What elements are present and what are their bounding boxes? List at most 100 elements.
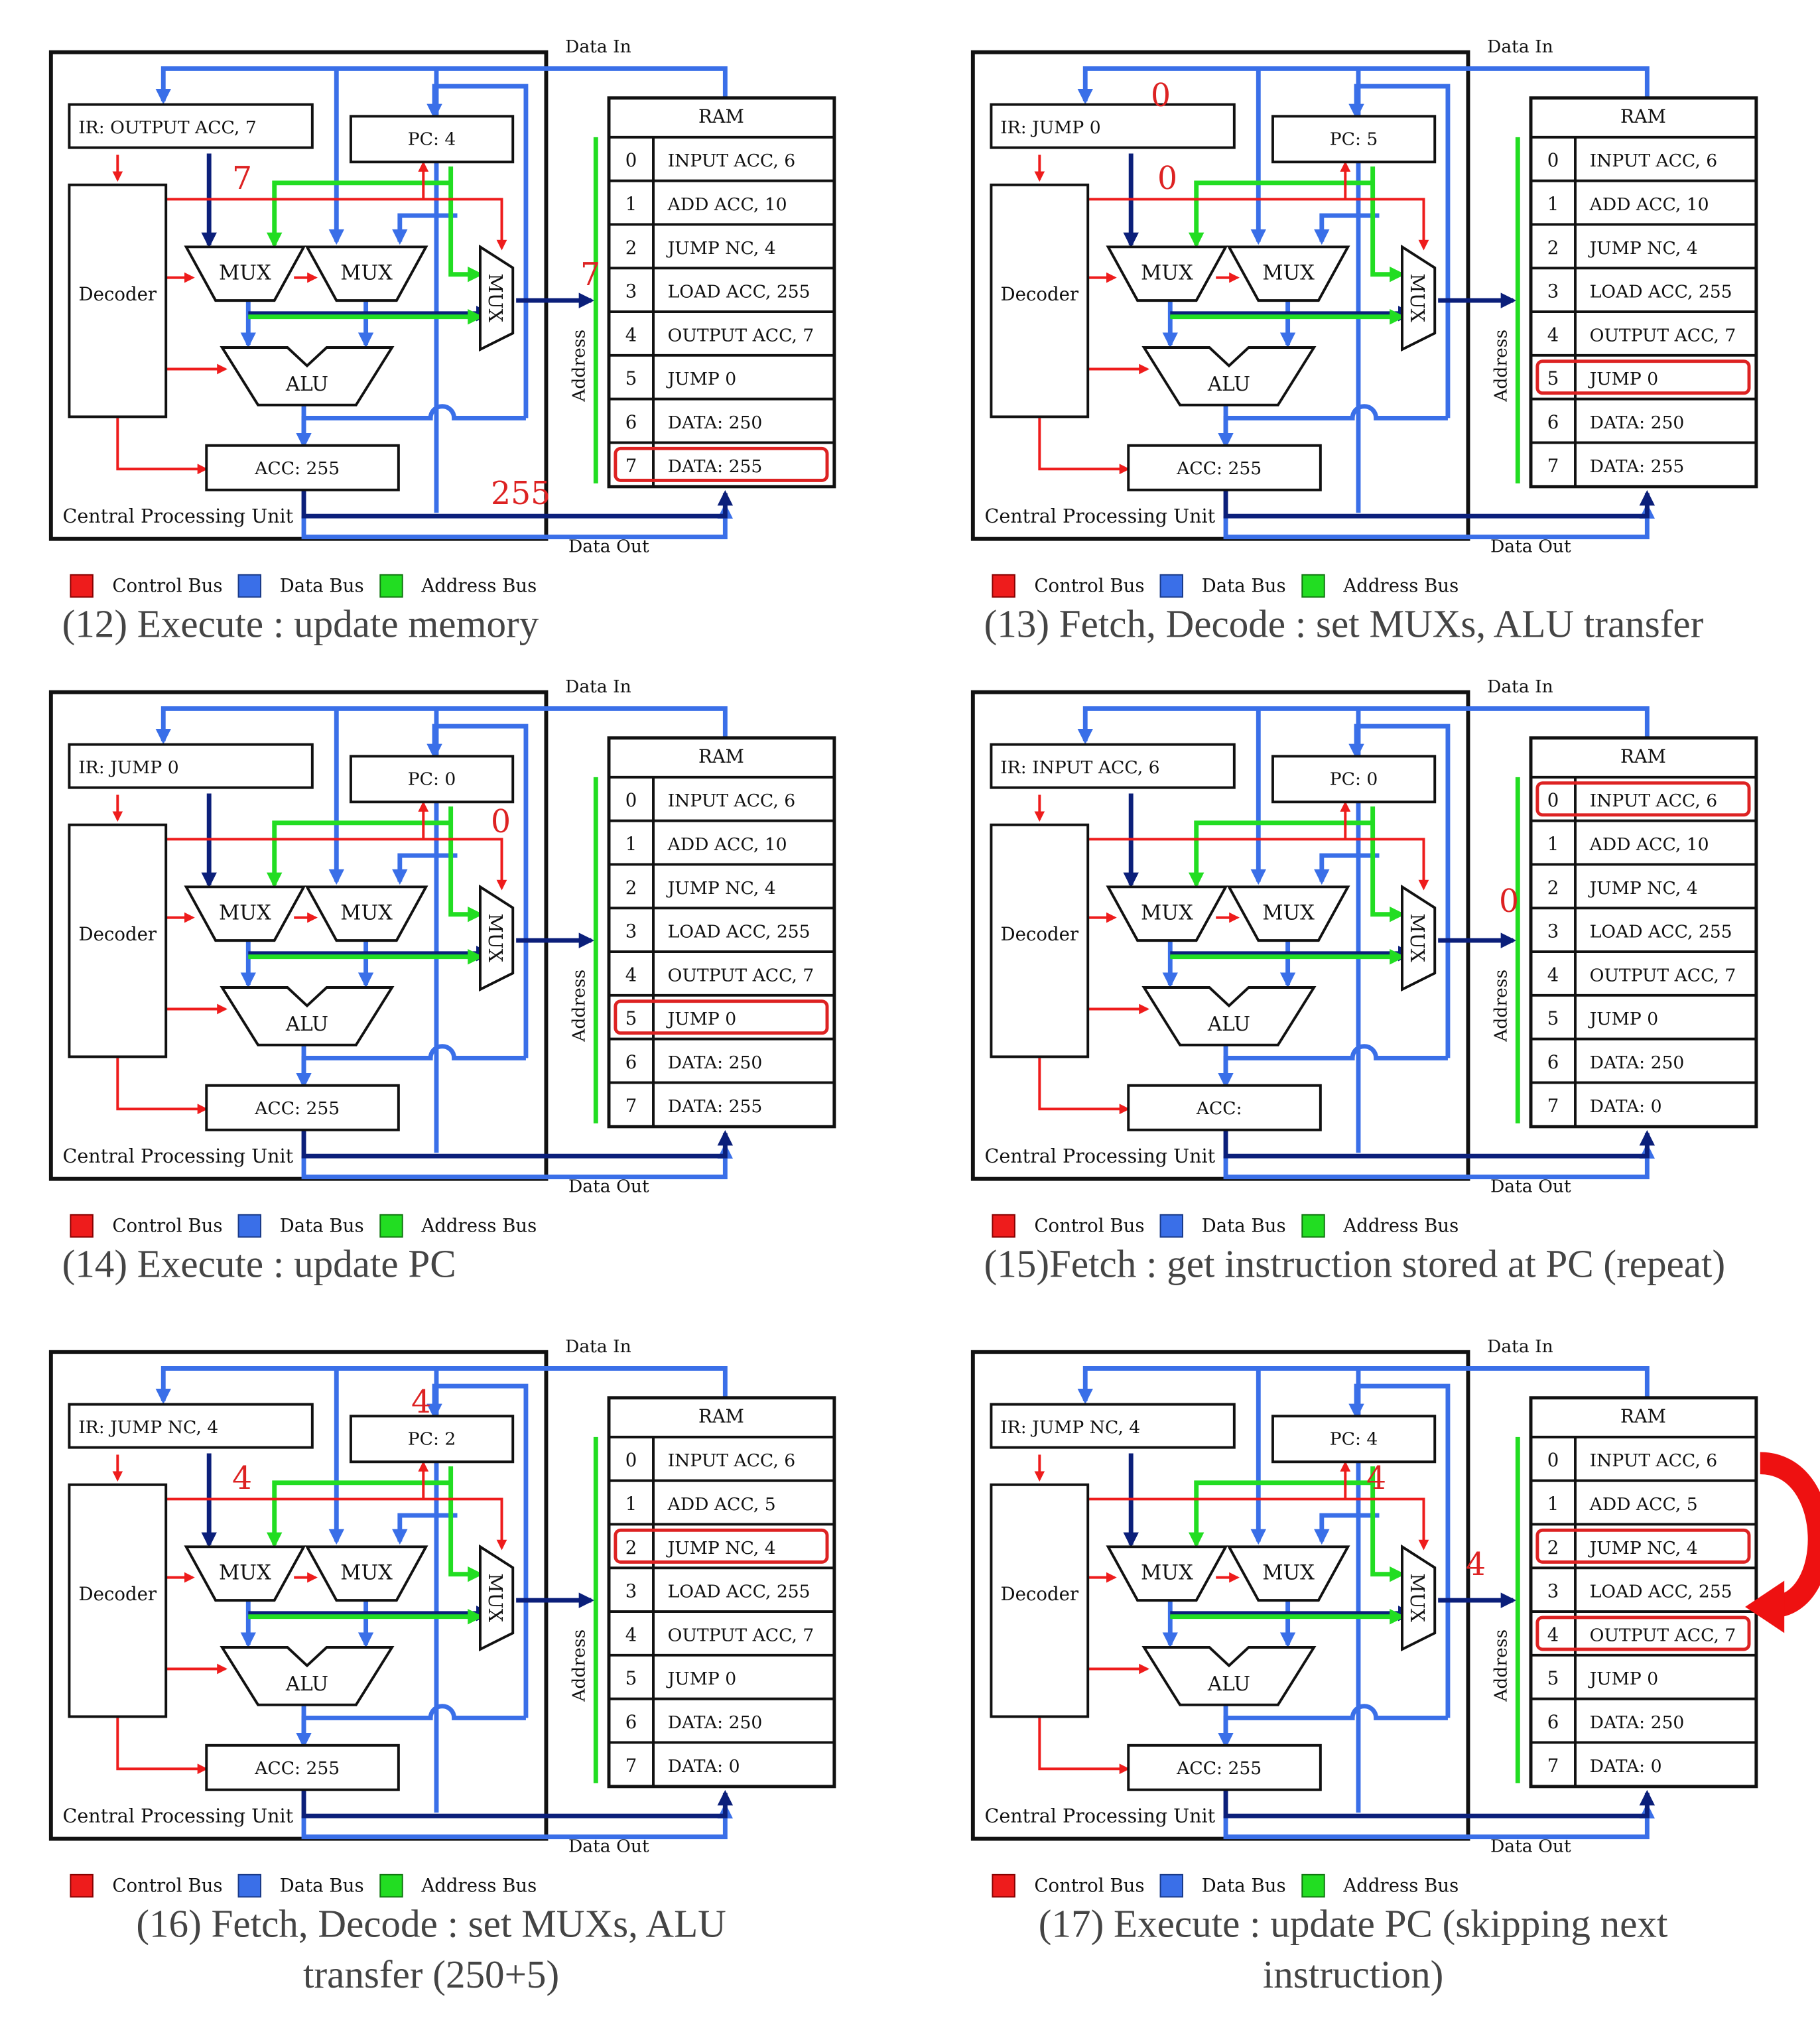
decoder-box xyxy=(990,823,1090,1058)
acc-register xyxy=(1127,1744,1322,1791)
value-label-0: 0 xyxy=(1499,883,1519,920)
data-in-label: Data In xyxy=(565,36,631,57)
legend-control-swatch xyxy=(992,574,1015,598)
legend-control-label: Control Bus xyxy=(1034,1874,1144,1896)
ram-address-6: 6 xyxy=(625,1051,637,1073)
ram-highlight-7 xyxy=(614,446,829,482)
acc-register xyxy=(1127,1084,1322,1131)
ir-register-label: IR: OUTPUT ACC, 7 xyxy=(78,117,257,138)
acc-register-label: ACC: 255 xyxy=(254,1098,340,1119)
mux-left xyxy=(184,245,306,302)
value-annotations: 0 xyxy=(1499,883,1519,920)
ram-address-1: 1 xyxy=(1547,193,1559,215)
cpu-box xyxy=(48,690,549,1181)
acc-register-label: ACC: 255 xyxy=(254,458,340,479)
legend-address-swatch xyxy=(1301,574,1325,598)
ram-cell-5: JUMP 0 xyxy=(666,1009,737,1029)
pc-register xyxy=(1271,1415,1437,1464)
panel-17: Central Processing Unit xyxy=(970,1336,1820,1996)
cpu-label: Central Processing Unit xyxy=(985,1145,1216,1167)
ram-cell-5: JUMP 0 xyxy=(1588,369,1659,389)
mux-vertical xyxy=(479,1544,515,1652)
decoder-box xyxy=(68,1483,168,1718)
mux-right-label: MUX xyxy=(340,1562,393,1585)
ram-cell-4: OUTPUT ACC, 7 xyxy=(668,965,814,985)
acc-register xyxy=(1127,444,1322,491)
ram-address-2: 2 xyxy=(625,237,637,259)
ram-address-1: 1 xyxy=(625,1493,637,1515)
ram-address-6: 6 xyxy=(1547,411,1559,433)
acc-register-label: ACC: 255 xyxy=(1176,458,1262,479)
data-in-label: Data In xyxy=(1487,1336,1553,1357)
mux-vertical xyxy=(479,884,515,992)
ram-address-5: 5 xyxy=(625,367,637,389)
ram-cell-4: OUTPUT ACC, 7 xyxy=(1590,325,1736,346)
legend-address-label: Address Bus xyxy=(1342,574,1459,596)
panel-14: Central Processing Unit xyxy=(48,676,836,1285)
data-in-label: Data In xyxy=(565,676,631,697)
alu-label: ALU xyxy=(285,1673,328,1695)
ram-cell-0: INPUT ACC, 6 xyxy=(668,151,795,171)
ram-title: RAM xyxy=(1620,745,1666,767)
ir-register xyxy=(68,103,314,149)
alu xyxy=(220,346,395,407)
ram-address-3: 3 xyxy=(1547,921,1559,942)
pc-register xyxy=(1271,115,1437,164)
ram-address-4: 4 xyxy=(625,1623,637,1645)
legend-data-label: Data Bus xyxy=(1202,1214,1286,1236)
ram-cell-3: LOAD ACC, 255 xyxy=(668,1582,811,1602)
value-annotations: 44 xyxy=(232,1384,431,1497)
ram-cell-3: LOAD ACC, 255 xyxy=(668,282,811,302)
mux-left xyxy=(184,1545,306,1602)
data-bus-lines xyxy=(155,66,734,540)
legend-data-swatch xyxy=(1159,1873,1184,1898)
ram-cell-2: JUMP NC, 4 xyxy=(666,238,776,259)
ram-cell-1: ADD ACC, 5 xyxy=(1589,1494,1698,1515)
address-label: Address xyxy=(1491,1629,1512,1702)
mux-right-label: MUX xyxy=(340,262,393,285)
cpu-box xyxy=(970,690,1470,1181)
legend-control-swatch xyxy=(70,1873,94,1898)
acc-register-label: ACC: 255 xyxy=(254,1758,340,1779)
panel-caption: (15)Fetch : get instruction stored at PC… xyxy=(984,1241,1726,1285)
pc-register-label: PC: 5 xyxy=(1330,129,1378,150)
ram-cell-3: LOAD ACC, 255 xyxy=(668,922,811,942)
ram-cell-4: OUTPUT ACC, 7 xyxy=(668,1625,814,1645)
decoder-label: Decoder xyxy=(1000,923,1078,945)
ram-cell-6: DATA: 250 xyxy=(1590,413,1685,433)
ram-cell-5: JUMP 0 xyxy=(666,1669,737,1689)
legend: Control Bus Data Bus Address Bus xyxy=(992,574,1459,598)
ram-cell-2: JUMP NC, 4 xyxy=(1588,878,1698,899)
ram-cell-7: DATA: 0 xyxy=(668,1756,740,1777)
ram-cell-1: ADD ACC, 10 xyxy=(1589,834,1709,855)
mux-right-label: MUX xyxy=(1262,902,1315,925)
ram-address-6: 6 xyxy=(625,411,637,433)
ram-cell-0: INPUT ACC, 6 xyxy=(668,1450,795,1471)
ram-cell-2: JUMP NC, 4 xyxy=(666,1538,776,1558)
value-label-1: 4 xyxy=(232,1460,252,1497)
mux-vertical xyxy=(479,244,515,352)
pc-register-label: PC: 0 xyxy=(1330,769,1378,790)
ram-cell-4: OUTPUT ACC, 7 xyxy=(1590,1625,1736,1645)
data-in-label: Data In xyxy=(1487,36,1553,57)
cpu-label: Central Processing Unit xyxy=(985,505,1216,527)
panel-15: Central Processing Unit xyxy=(970,676,1758,1285)
value-annotations: 0 xyxy=(491,804,511,840)
ram-address-6: 6 xyxy=(1547,1051,1559,1073)
decoder-box xyxy=(68,183,168,418)
data-out-label: Data Out xyxy=(1490,1836,1571,1856)
ir-register xyxy=(990,1403,1236,1449)
ram-address-7: 7 xyxy=(625,1095,637,1117)
mux-vertical-label: MUX xyxy=(1406,913,1429,962)
address-bus-lines xyxy=(248,1436,598,1783)
legend-control-label: Control Bus xyxy=(112,1214,222,1236)
ram-cell-7: DATA: 0 xyxy=(1590,1096,1662,1117)
legend-address-label: Address Bus xyxy=(1342,1874,1459,1896)
mux-left xyxy=(1106,885,1228,942)
address-bus-lines xyxy=(1170,1436,1520,1783)
acc-register xyxy=(205,444,400,491)
active-data-path xyxy=(201,793,734,1159)
ram-cell-0: INPUT ACC, 6 xyxy=(1590,791,1717,811)
